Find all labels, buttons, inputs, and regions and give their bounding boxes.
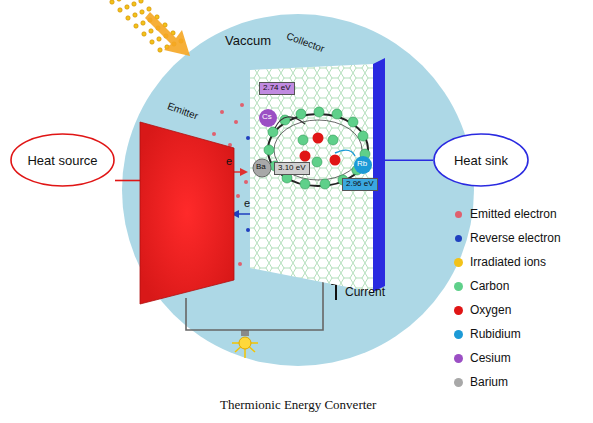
chamber-label: Vaccum — [225, 34, 271, 48]
connector — [384, 159, 433, 161]
legend-swatch — [454, 378, 463, 387]
legend-swatch — [454, 330, 463, 339]
electron-symbol: e — [244, 197, 250, 209]
current-label: Current — [345, 286, 385, 299]
legend-text: Cesium — [470, 351, 511, 365]
ion-beam — [110, 0, 190, 56]
legend-text: Rubidium — [470, 327, 521, 341]
node-label: Collector — [285, 30, 326, 54]
connector — [186, 281, 323, 330]
atom-symbol: Rb — [357, 160, 367, 169]
legend-text: Carbon — [470, 279, 509, 293]
connector — [115, 180, 140, 182]
legend-swatch — [454, 282, 463, 291]
legend-swatch — [455, 211, 462, 218]
legend-text: Emitted electron — [470, 207, 557, 221]
energy-tag: 3.10 eV — [274, 162, 310, 175]
node-label: Heat sink — [433, 153, 529, 168]
atom-symbol: Ba — [256, 163, 266, 172]
heat-sink-ellipse: Heat sink — [433, 133, 529, 187]
node-label: Heat source — [10, 153, 115, 168]
vacuum-chamber — [122, 14, 474, 366]
legend-swatch — [454, 258, 463, 267]
heat-source-ellipse: Heat source — [10, 133, 115, 187]
energy-tag: 2.74 eV — [259, 82, 295, 95]
light-bulb — [232, 330, 258, 358]
energy-tag: 2.96 eV — [342, 178, 378, 191]
node-shape — [140, 98, 236, 304]
node-label: Emitter — [166, 100, 200, 121]
electron-symbol: e — [226, 155, 232, 167]
legend-swatch — [454, 306, 463, 315]
legend-text: Oxygen — [470, 303, 511, 317]
emitter-plate: Emitter — [140, 98, 236, 304]
caption: Thermionic Energy Converter — [220, 398, 376, 412]
legend-swatch — [454, 354, 463, 363]
legend-text: Irradiated ions — [470, 255, 546, 269]
legend-text: Reverse electron — [470, 231, 561, 245]
legend-swatch — [455, 235, 462, 242]
atom-symbol: Cs — [262, 113, 272, 122]
legend-text: Barium — [470, 375, 508, 389]
